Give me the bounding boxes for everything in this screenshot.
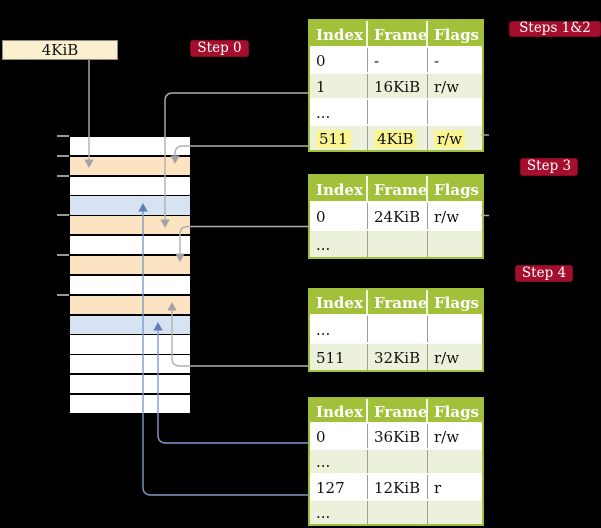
memory-frame-row-32kib [70,295,190,314]
page-table-steps-1-2-row-2-cell-0: ... [310,100,368,124]
memory-tick-4kib [57,154,69,157]
page-table-bottom-header-cell-0: Index [310,399,368,422]
badge-steps-1-2: Steps 1&2 [509,21,601,37]
badge-step-3: Step 3 [520,158,578,176]
page-table-step-3-row-0-cell-2: r/w [434,208,460,226]
page-table-step-3-row-1-cell-1 [368,231,428,257]
arrow-pt2-idx0-to-frame-24kib [175,225,309,262]
page-table-steps-1-2-row-1-cell-1: 16KiB [368,74,428,98]
memory-frame-row-16kib [70,216,190,235]
memory-frame-row-20kib [70,236,190,255]
page-table-steps-1-2-row-1-cell-0: 1 [310,74,368,98]
page-table-bottom-row-2-cell-2: r [434,478,442,497]
page-table-step-3-header-cell-0: Index [310,176,368,201]
page-table-steps-1-2-header-cell-2: Flags [434,25,479,44]
page-table-step-3-header-cell-2: Flags [434,180,479,199]
memory-frame-row-28kib [70,275,190,295]
memory-tick-32kib [57,293,69,296]
page-table-bottom-header-cell-1: Frame [368,399,428,422]
page-table-steps-1-2-row-1-cell-2: r/w [434,78,460,96]
page-table-step-3-row-1-cell-0: ... [310,231,368,257]
page-table-bottom-row-1-cell-2 [428,450,482,474]
page-table-bottom-row-2-cell-1: 12KiB [368,475,428,499]
page-table-step-4-header-cell-0: Index [310,290,368,314]
page-table-step-4-row-0: ... [310,314,482,342]
page-table-steps-1-2-header-cell-1: Frame [368,21,428,46]
page-table-steps-1-2-row-3-cell-1: 4KiB [368,126,428,150]
memory-tick-0kib [57,135,69,137]
badge-step-4: Step 4 [515,265,573,282]
page-table-step-4-row-1-cell-2: r/w [434,349,460,367]
frame-size-box: 4KiB [2,40,118,60]
memory-frame-row-48kib [70,375,190,394]
badge-step-0: Step 0 [190,40,249,57]
page-table-step-4-row-0-cell-2 [428,316,482,342]
page-table-steps-1-2-row-0-cell-1: - [368,48,428,72]
page-table-bottom-row-0-cell-2: r/w [434,427,460,446]
memory-tick-16kib [57,214,69,217]
page-table-step-4-row-1-cell-1: 32KiB [368,344,428,370]
page-table-bottom-row-1: ... [310,447,482,474]
page-table-bottom-row-0-cell-0: 0 [310,424,368,448]
page-table-bottom-header-cell-2: Flags [434,402,479,421]
page-table-steps-1-2-row-3: 511 4KiB r/w [310,124,482,150]
frame-size-label: 4KiB [41,41,79,59]
page-table-step-3-row-1-cell-2 [428,231,482,257]
memory-frame-row-24kib [70,255,190,275]
page-table-steps-1-2-row-0: 0-- [310,46,482,72]
page-table-bottom-row-3-cell-1 [368,500,428,524]
memory-tick-24kib [57,254,69,257]
memory-frame-row-12kib [70,196,190,215]
memory-frame-row-0kib [70,136,190,156]
memory-tick-8kib [57,174,69,177]
page-table-bottom-row-0-cell-1: 36KiB [368,424,428,448]
page-table-bottom-row-1-cell-1 [368,449,428,473]
page-table-step-4-header-cell-1: Frame [368,290,428,314]
page-table-bottom-row-3-cell-2 [428,501,482,525]
page-table-step-4-row-1-cell-0: 511 [310,344,368,370]
page-table-bottom-row-3: ... [310,498,482,525]
page-table-step-4-row-0-cell-1 [368,316,428,342]
page-table-step-3-row-1: ... [310,229,482,257]
page-table-steps-1-2-row-3-cell-2: r/w [428,126,482,150]
highlighted-value: r/w [434,130,466,148]
page-table-step-3-row-0-cell-0: 0 [310,203,368,229]
page-table-step-4-header-cell-2: Flags [434,294,479,312]
page-table-step-3-row-0-cell-1: 24KiB [368,203,428,229]
page-table-step-4-row-0-cell-0: ... [310,316,368,342]
page-table-steps-1-2-row-2-cell-2 [428,100,482,124]
arrow-pt1-idx511-to-frame-4kib [170,145,309,164]
page-table-steps-1-2-row-3-cell-0: 511 [310,126,368,150]
page-table-steps-1-2-row-2-cell-1 [368,100,428,124]
page-table-steps-1-2-row-0-cell-2: - [434,52,440,70]
memory-frame-row-8kib [70,176,190,195]
highlighted-value: 511 [316,130,351,148]
memory-frame-row-40kib [70,335,190,354]
page-table-bottom-row-3-cell-0: ... [310,500,368,524]
highlighted-value: 4KiB [374,130,417,148]
page-table-bottom-row-1-cell-0: ... [310,449,368,473]
memory-frame-row-44kib [70,355,190,374]
memory-frame-row-4kib [70,156,190,175]
page-table-bottom-row-2-cell-0: 127 [310,475,368,499]
memory-frame-row-52kib [70,394,190,414]
page-table-step-3-header-cell-1: Frame [368,176,428,201]
page-table-steps-1-2-row-2: ... [310,98,482,124]
page-table-steps-1-2-row-0-cell-0: 0 [310,48,368,72]
page-table-steps-1-2-header-cell-0: Index [310,21,368,46]
memory-frame-row-36kib [70,315,190,334]
